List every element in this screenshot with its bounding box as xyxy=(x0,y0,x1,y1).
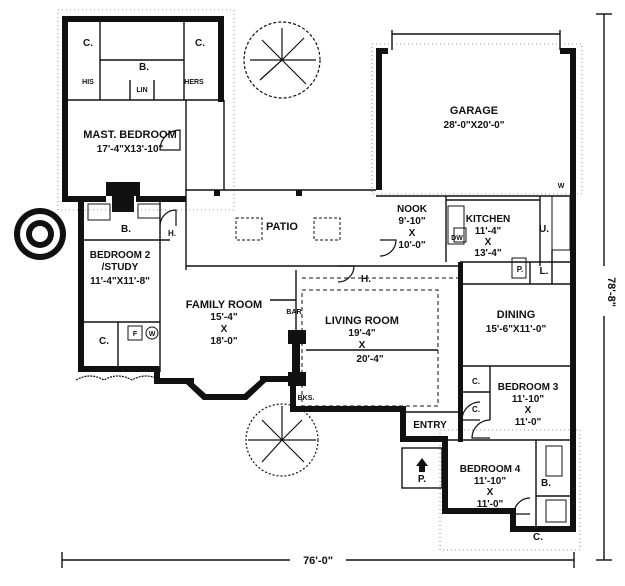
bedroom3-height: 11'-0" xyxy=(515,417,542,428)
doors xyxy=(159,129,531,515)
dining-name: DINING xyxy=(497,309,536,321)
bedroom2-name: BEDROOM 2 xyxy=(90,250,151,261)
bath4-label: B. xyxy=(541,478,551,489)
overall-width-label: 76'-0" xyxy=(303,555,333,567)
bedroom3-x: X xyxy=(525,405,532,416)
master-bedroom-name: MAST. BEDROOM xyxy=(83,129,177,141)
bedroom2-size: 11'-4"X11'-8" xyxy=(90,276,150,287)
pantry-label: P. xyxy=(517,265,524,274)
tree-top xyxy=(243,21,321,99)
tree-bottom xyxy=(245,403,319,477)
family-room-width: 15'-4" xyxy=(210,312,237,323)
utility-label: U. xyxy=(539,224,549,235)
shrubs-left xyxy=(75,375,161,381)
bath2-label: B. xyxy=(121,224,131,235)
closet-b4-label: C. xyxy=(533,532,543,543)
kitchen-width: 11'-4" xyxy=(475,226,502,237)
hall-label-1: H. xyxy=(168,229,176,238)
exterior-walls xyxy=(62,16,576,532)
washer-label: W xyxy=(149,331,156,338)
family-room-height: 18'-0" xyxy=(210,336,237,347)
l-label: L. xyxy=(540,266,549,277)
nook-name: NOOK xyxy=(397,204,428,215)
overall-depth-label: 78'-8" xyxy=(605,277,617,307)
hall-label-2: H. xyxy=(361,274,371,285)
living-room-name: LIVING ROOM xyxy=(325,315,399,327)
dimension-lines xyxy=(61,13,612,568)
master-bedroom-size: 17'-4"X13'-10" xyxy=(97,144,164,155)
garage-name: GARAGE xyxy=(450,105,498,117)
living-room-x: X xyxy=(359,340,366,351)
laundry-w-label: W xyxy=(558,183,565,190)
bedroom4-x: X xyxy=(487,487,494,498)
bedroom4-name: BEDROOM 4 xyxy=(460,464,521,475)
room-labels: C. C. B. HIS HERS LIN MAST. BEDROOM 17'-… xyxy=(82,38,565,543)
living-room-height: 20'-4" xyxy=(356,354,383,365)
bedroom3-width: 11'-10" xyxy=(512,394,544,405)
master-closet-left-label: C. xyxy=(83,38,93,49)
bookshelf-label: BKS. xyxy=(298,395,315,402)
hers-label: HERS xyxy=(184,79,204,86)
closet-c-label: C. xyxy=(99,336,109,347)
porch-label: P. xyxy=(418,474,426,485)
nook-x: X xyxy=(409,228,416,239)
kitchen-height: 13'-4" xyxy=(474,248,501,259)
kitchen-name: KITCHEN xyxy=(466,214,510,225)
nook-height: 10'-0" xyxy=(398,240,425,251)
entry-label: ENTRY xyxy=(413,420,447,431)
dimension-labels: 76'-0" 78'-8" xyxy=(290,266,617,567)
lin-label: LIN xyxy=(136,87,147,94)
closet-b3a-label: C. xyxy=(472,377,480,386)
bedroom3-name: BEDROOM 3 xyxy=(498,382,559,393)
dining-size: 15'-6"X11'-0" xyxy=(486,324,547,335)
closet-b3b-label: C. xyxy=(472,405,480,414)
master-closet-right-label: C. xyxy=(195,38,205,49)
bedroom2-sub: /STUDY xyxy=(102,262,139,273)
landscape-stipple xyxy=(57,9,583,551)
master-bath-label: B. xyxy=(139,62,149,73)
bar-label: BAR xyxy=(286,309,301,316)
tree-left xyxy=(14,208,66,260)
bedroom4-width: 11'-10" xyxy=(474,476,506,487)
patio-label: PATIO xyxy=(266,221,298,233)
f-label: F xyxy=(133,331,138,338)
family-room-name: FAMILY ROOM xyxy=(186,299,262,311)
family-room-x: X xyxy=(221,324,228,335)
nook-width: 9'-10" xyxy=(398,216,425,227)
dishwasher-label: DW xyxy=(451,235,463,242)
his-label: HIS xyxy=(82,79,94,86)
bedroom4-height: 11'-0" xyxy=(477,499,504,510)
living-room-width: 19'-4" xyxy=(348,328,375,339)
kitchen-x: X xyxy=(485,237,492,248)
garage-size: 28'-0"X20'-0" xyxy=(444,120,505,131)
